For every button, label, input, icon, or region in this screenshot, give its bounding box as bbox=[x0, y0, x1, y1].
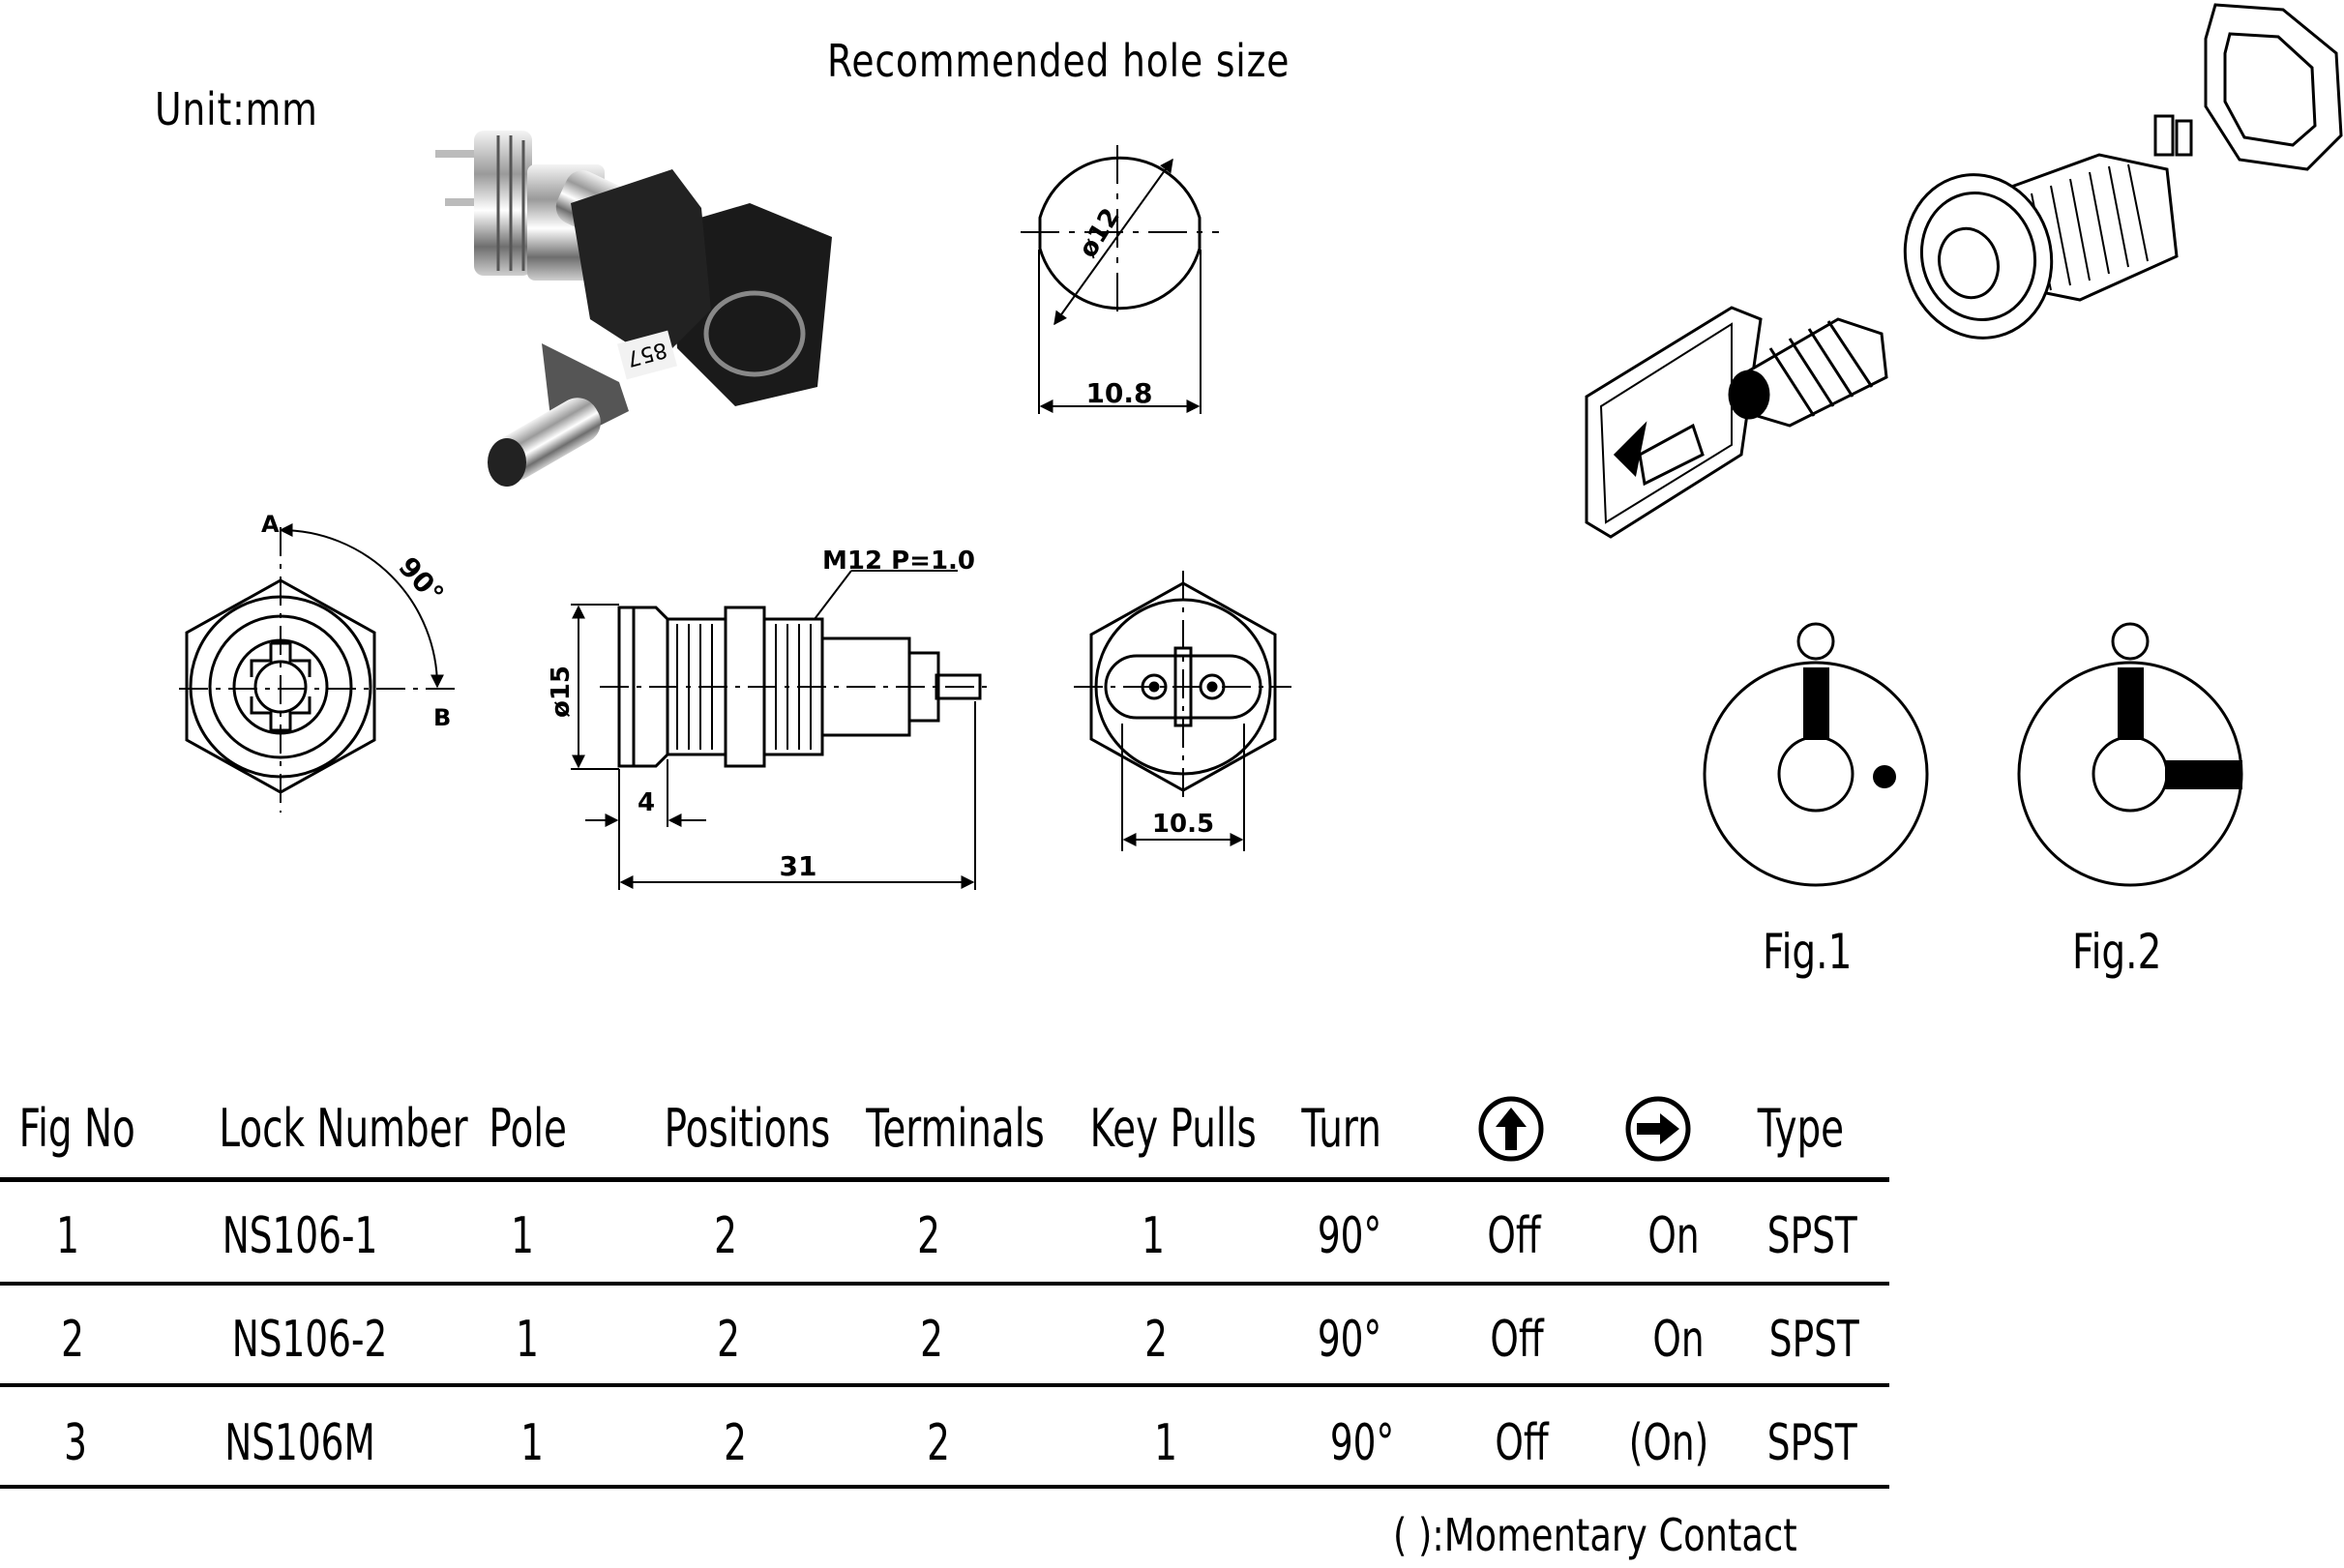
row3-lock-number: NS106M bbox=[224, 1414, 375, 1472]
row2-fig-no: 2 bbox=[61, 1311, 84, 1369]
header-positions: Positions bbox=[664, 1098, 831, 1159]
row-divider bbox=[0, 1485, 1889, 1489]
point-b-label: B bbox=[433, 704, 451, 731]
header-pole: Pole bbox=[489, 1098, 567, 1159]
row2-terminals: 2 bbox=[920, 1311, 943, 1369]
row1-pole: 1 bbox=[511, 1207, 534, 1265]
exploded-view-sketch bbox=[1585, 3, 2343, 539]
row1-up-state: Off bbox=[1487, 1207, 1541, 1265]
right-arrow-icon bbox=[1625, 1096, 1691, 1162]
header-terminals: Terminals bbox=[866, 1098, 1045, 1159]
hole-width-label: 10.8 bbox=[1085, 377, 1152, 409]
row3-right-state: (On) bbox=[1628, 1414, 1709, 1472]
point-a-label: A bbox=[261, 511, 280, 538]
fig1-label: Fig.1 bbox=[1763, 924, 1853, 980]
row3-terminals: 2 bbox=[927, 1414, 950, 1472]
body-diameter-label: ø15 bbox=[547, 666, 576, 718]
header-lock-number: Lock Number bbox=[219, 1098, 468, 1159]
row1-right-state: On bbox=[1647, 1207, 1700, 1265]
unit-label: Unit:mm bbox=[155, 83, 318, 135]
row1-lock-number: NS106-1 bbox=[222, 1207, 378, 1265]
row2-positions: 2 bbox=[717, 1311, 740, 1369]
table-footnote: ( ):Momentary Contact bbox=[1393, 1509, 1797, 1561]
row1-key-pulls: 1 bbox=[1142, 1207, 1165, 1265]
hole-drawing bbox=[1021, 145, 1219, 414]
up-arrow-icon bbox=[1478, 1096, 1544, 1162]
front-view-drawing bbox=[179, 523, 455, 813]
row2-right-state: On bbox=[1652, 1311, 1705, 1369]
side-view-drawing bbox=[571, 570, 987, 890]
fig2-label: Fig.2 bbox=[2072, 924, 2162, 980]
row3-up-state: Off bbox=[1495, 1414, 1549, 1472]
row3-pole: 1 bbox=[520, 1414, 544, 1472]
hole-size-title: Recommended hole size bbox=[827, 35, 1291, 87]
row-divider bbox=[0, 1282, 1889, 1286]
product-photo: 857 bbox=[435, 131, 832, 487]
header-fig-no: Fig No bbox=[18, 1098, 135, 1159]
fig2-diagram bbox=[2017, 622, 2243, 887]
row3-key-pulls: 1 bbox=[1154, 1414, 1177, 1472]
header-type: Type bbox=[1757, 1098, 1845, 1159]
header-turn: Turn bbox=[1301, 1098, 1381, 1159]
row3-fig-no: 3 bbox=[64, 1414, 87, 1472]
row2-lock-number: NS106-2 bbox=[231, 1311, 388, 1369]
header-divider bbox=[0, 1177, 1889, 1182]
row1-terminals: 2 bbox=[917, 1207, 940, 1265]
row1-positions: 2 bbox=[714, 1207, 737, 1265]
row-divider bbox=[0, 1383, 1889, 1387]
flange-label: 4 bbox=[638, 788, 655, 817]
thread-label: M12 P=1.0 bbox=[822, 547, 975, 576]
fig1-diagram bbox=[1703, 622, 1929, 887]
row2-turn: 90° bbox=[1317, 1311, 1382, 1369]
length-label: 31 bbox=[780, 850, 817, 882]
row2-pole: 1 bbox=[516, 1311, 539, 1369]
row1-type: SPST bbox=[1766, 1207, 1857, 1265]
angle-label: 90° bbox=[392, 550, 450, 609]
row1-fig-no: 1 bbox=[56, 1207, 79, 1265]
row2-key-pulls: 2 bbox=[1144, 1311, 1168, 1369]
row3-positions: 2 bbox=[724, 1414, 747, 1472]
row1-turn: 90° bbox=[1317, 1207, 1382, 1265]
row3-turn: 90° bbox=[1329, 1414, 1395, 1472]
row2-type: SPST bbox=[1768, 1311, 1859, 1369]
rear-view-drawing bbox=[1074, 571, 1291, 851]
row3-type: SPST bbox=[1766, 1414, 1857, 1472]
back-width-label: 10.5 bbox=[1152, 810, 1214, 839]
header-key-pulls: Key Pulls bbox=[1089, 1098, 1257, 1159]
row2-up-state: Off bbox=[1490, 1311, 1544, 1369]
